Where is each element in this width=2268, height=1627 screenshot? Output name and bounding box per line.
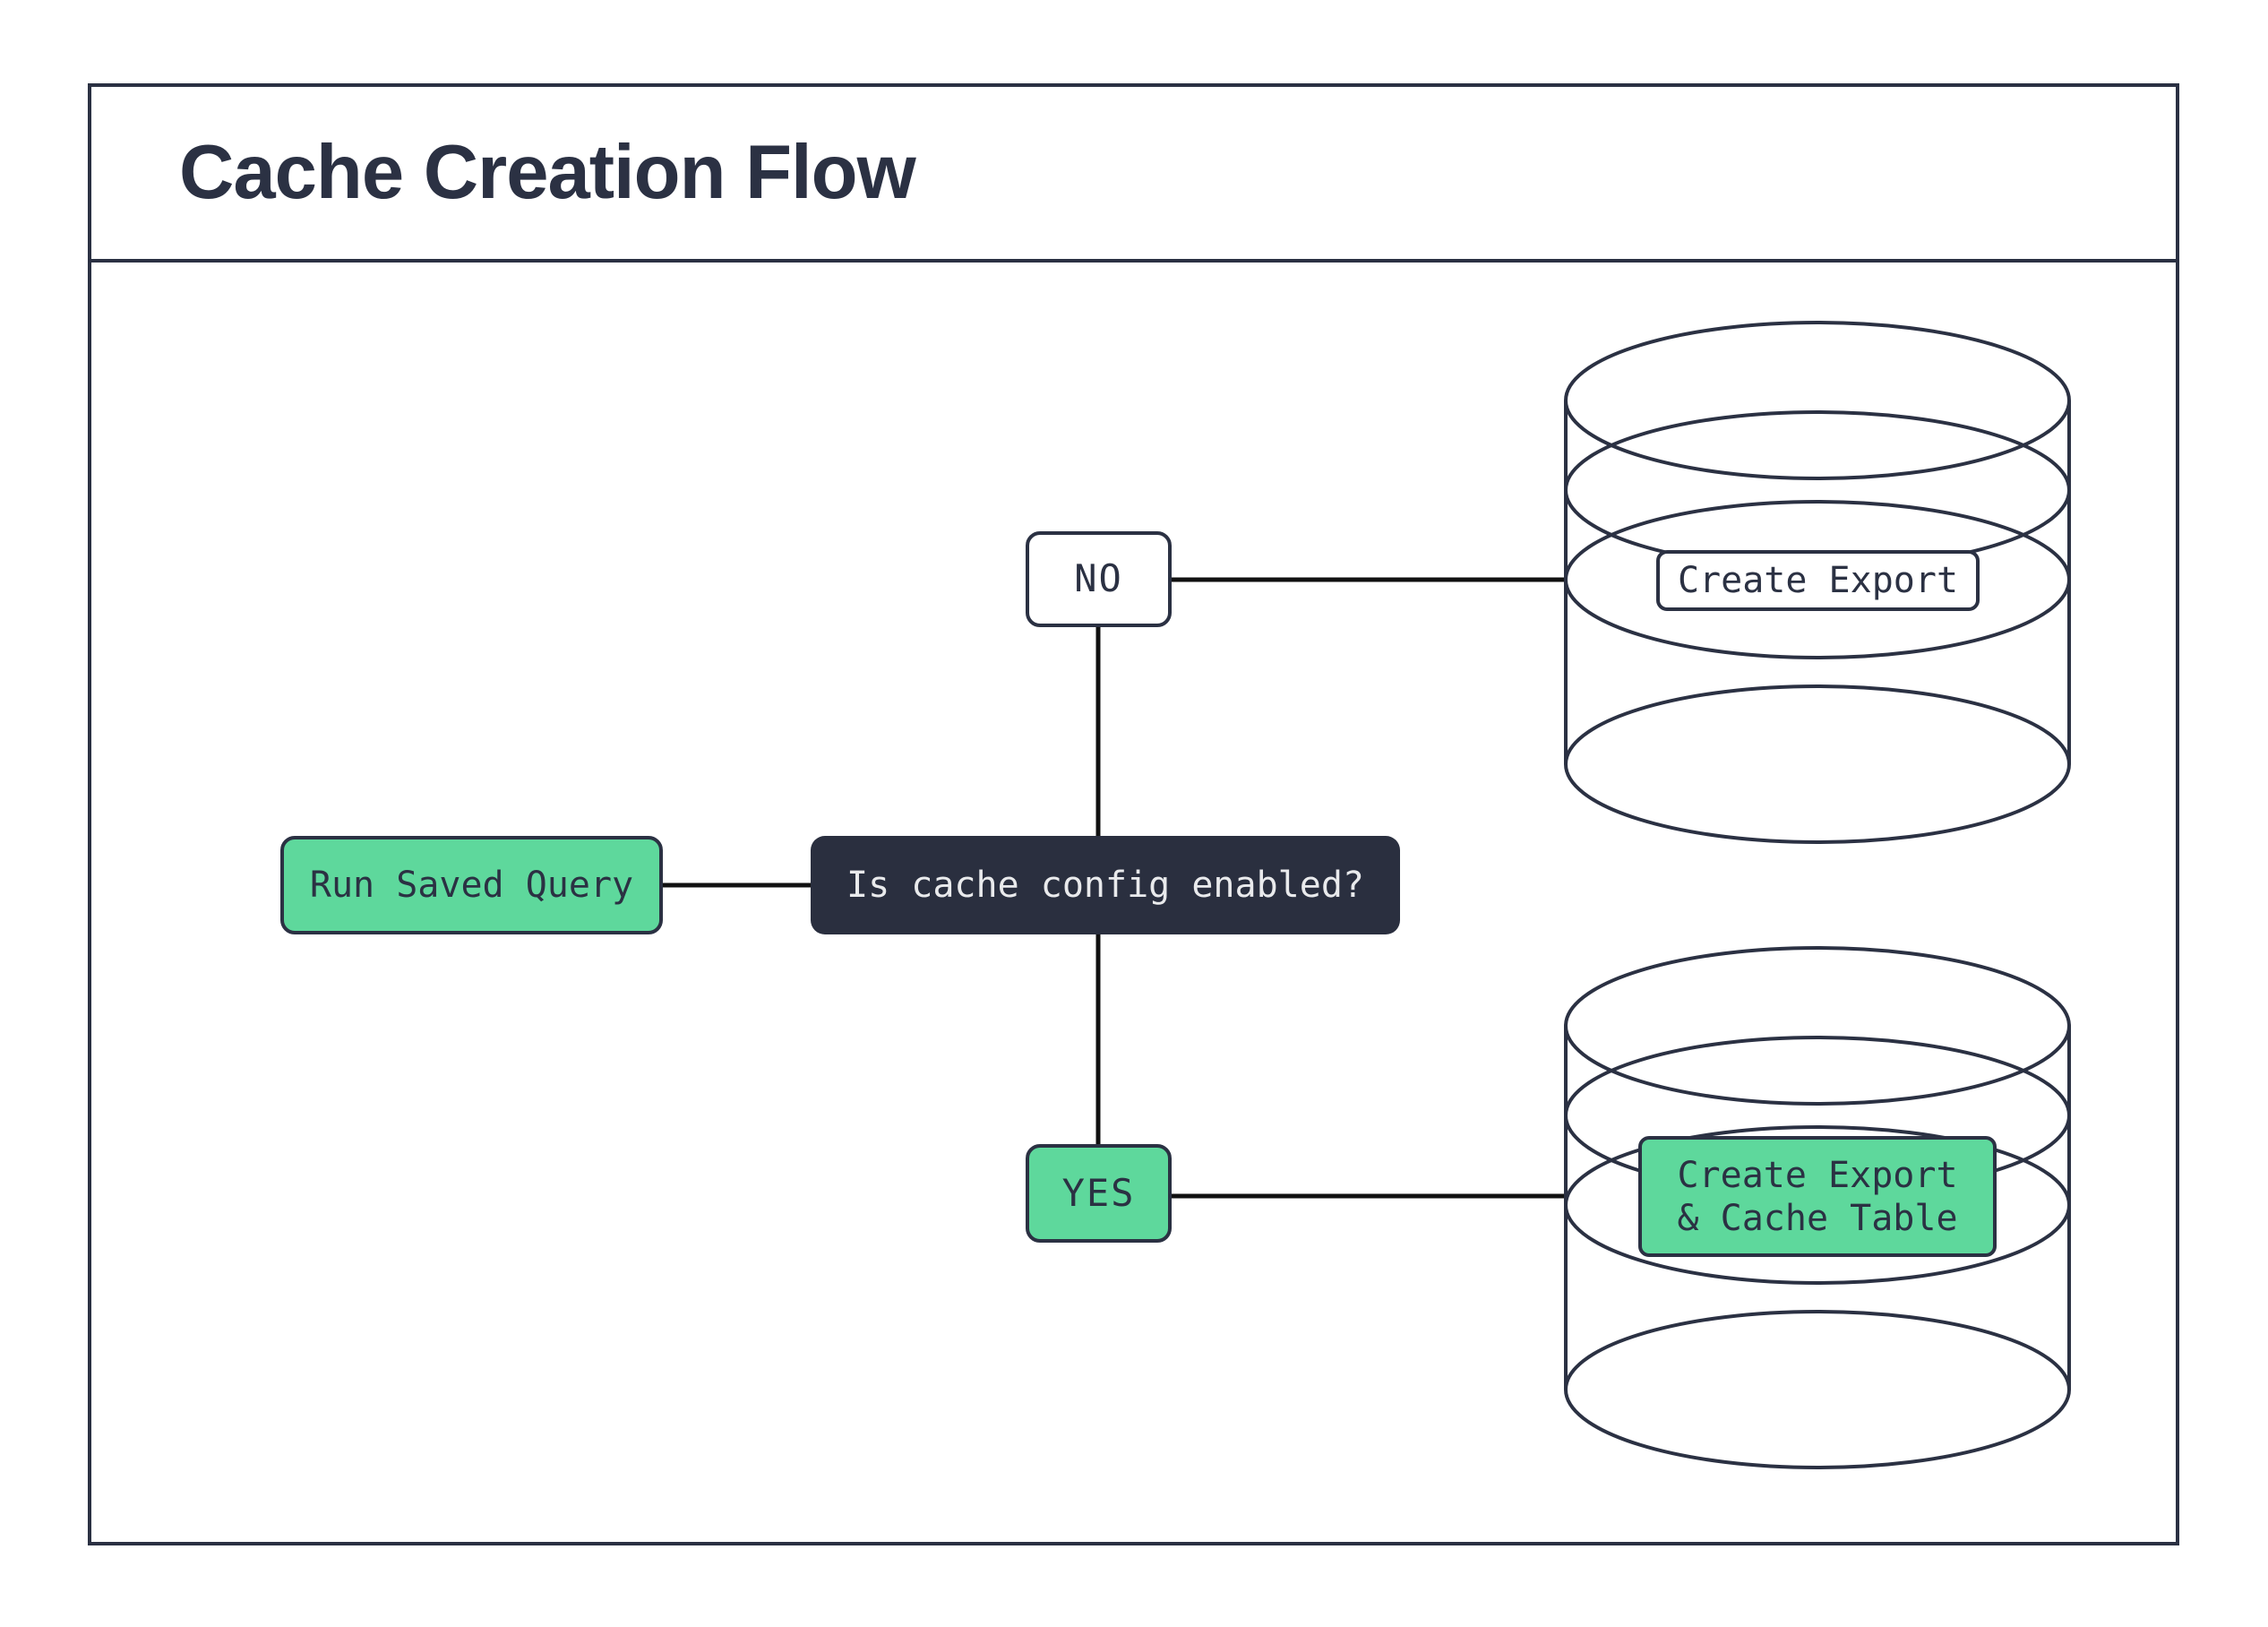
create-export-cache-table-label: Create Export & Cache Table	[1638, 1136, 1997, 1257]
start-node: Run Saved Query	[280, 836, 663, 934]
yes-branch-node: YES	[1026, 1144, 1172, 1243]
no-branch-node: NO	[1026, 531, 1172, 627]
start-node-label: Run Saved Query	[309, 865, 634, 906]
decision-node: Is cache config enabled?	[811, 836, 1400, 934]
create-export-cache-table-line1: Create Export	[1677, 1154, 1958, 1196]
yes-branch-label: YES	[1061, 1170, 1136, 1215]
diagram-header: Cache Creation Flow	[91, 87, 2176, 263]
no-branch-label: NO	[1074, 556, 1123, 601]
create-export-cache-table-line2: & Cache Table	[1677, 1197, 1958, 1239]
decision-node-label: Is cache config enabled?	[846, 865, 1364, 906]
page-title: Cache Creation Flow	[179, 130, 916, 215]
create-export-label-text: Create Export	[1677, 560, 1959, 601]
diagram-frame: Cache Creation Flow	[88, 83, 2179, 1545]
create-export-label: Create Export	[1656, 550, 1980, 611]
database-icon-top	[1564, 321, 2071, 844]
